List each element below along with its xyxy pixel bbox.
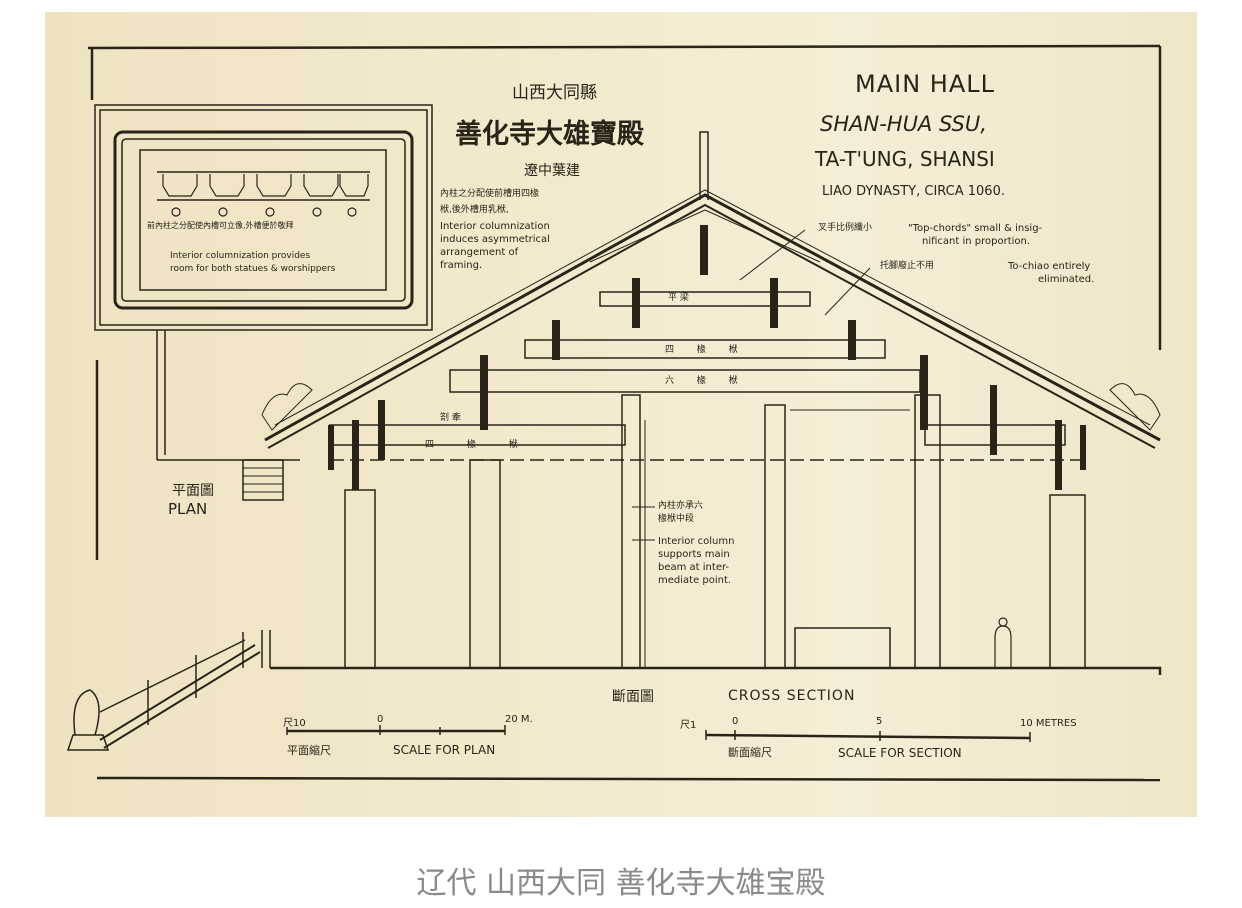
note-line: induces asymmetrical — [440, 234, 550, 245]
note-topchords-cn: 叉手比例纖小 — [818, 223, 873, 233]
note-line: nificant in proportion. — [922, 236, 1031, 247]
note-column-cn: 內柱亦承六 椽栿中段 — [658, 500, 703, 526]
note-line: supports main — [658, 549, 730, 560]
bracket-stacks — [328, 225, 1086, 490]
scale-plan-zero: 0 — [377, 714, 384, 725]
chinese-period: 遼中葉建 — [524, 163, 580, 179]
floor-plan — [94, 104, 433, 501]
note-line: Interior columnization — [440, 221, 550, 232]
note-left-cn-2: 栿,後外槽用乳栿, — [440, 205, 509, 215]
plan-label-cn: 平面圖 — [172, 483, 214, 499]
note-tochiao-cn: 托腳廢止不用 — [880, 261, 935, 271]
beam-label: 六 椽 栿 — [665, 376, 738, 386]
date-label: LIAO DYNASTY, CIRCA 1060. — [822, 184, 1005, 199]
plan-note-en: Interior columnization provides room for… — [170, 250, 335, 276]
drawing-sheet — [45, 12, 1197, 817]
note-line: "Top-chords" small & insig- — [908, 223, 1043, 234]
scale-section-label-cn: 斷面縮尺 — [728, 746, 772, 759]
section-label-cn: 斷面圖 — [612, 689, 654, 705]
beam-label: 四 椽 栿 — [425, 440, 518, 450]
plan-note-cn: 前內柱之分配使內槽可立像,外槽便於敬拜 — [147, 221, 294, 230]
subtitle-2: TA-T'UNG, SHANSI — [815, 147, 995, 171]
note-line: 椽栿中段 — [658, 514, 695, 524]
note-left-en: Interior columnization induces asymmetri… — [440, 220, 550, 272]
section-label-en: CROSS SECTION — [728, 688, 856, 704]
scale-plan-label-cn: 平面縮尺 — [287, 744, 331, 757]
note-line: 內柱亦承六 — [658, 501, 704, 511]
scale-plan-right: 20 M. — [505, 714, 533, 725]
plan-label-en: PLAN — [168, 500, 208, 518]
subtitle-1: SHAN-HUA SSU, — [820, 112, 987, 136]
note-line: arrangement of — [440, 247, 519, 258]
main-title: MAIN HALL — [855, 70, 995, 98]
note-line: mediate point. — [658, 575, 732, 586]
leader-lines — [632, 229, 871, 541]
note-line: Interior column — [658, 536, 735, 547]
note-line: beam at inter- — [658, 562, 730, 573]
note-line: Interior columnization provides — [170, 251, 311, 261]
note-line: eliminated. — [1038, 274, 1095, 285]
chinese-title: 善化寺大雄寶殿 — [455, 119, 644, 150]
note-line: To-chiao entirely — [1008, 261, 1091, 272]
scale-plan-label-en: SCALE FOR PLAN — [393, 743, 496, 757]
ground-and-stairs — [66, 630, 1162, 751]
beam-label: 四 椽 栿 — [665, 345, 738, 355]
scale-bar-plan — [286, 725, 506, 735]
image-caption: 辽代 山西大同 善化寺大雄宝殿 — [416, 866, 826, 901]
scale-section-mid: 5 — [876, 716, 883, 727]
chinese-location: 山西大同縣 — [512, 83, 597, 103]
note-line: room for both statues & worshippers — [170, 264, 336, 274]
beam-label: 平 梁 — [668, 293, 689, 303]
scale-section-zero: 0 — [732, 716, 739, 727]
note-topchords-en: "Top-chords" small & insig- nificant in … — [908, 222, 1042, 248]
columns — [344, 394, 1086, 669]
scale-bar-section — [705, 730, 1031, 742]
scale-section-left: 尺1 — [680, 720, 697, 731]
sheet-border — [87, 44, 1162, 782]
scale-section-label-en: SCALE FOR SECTION — [838, 746, 962, 760]
note-tochiao-en: To-chiao entirely eliminated. — [1008, 260, 1094, 286]
note-column-en: Interior column supports main beam at in… — [658, 535, 734, 587]
scale-plan-left: 尺10 — [283, 718, 306, 729]
note-left-cn-1: 內柱之分配使前槽用四椽 — [440, 189, 540, 199]
roof — [261, 131, 1161, 449]
beam-label: 劄 牽 — [440, 413, 461, 423]
scale-section-right: 10 METRES — [1020, 718, 1077, 729]
note-line: framing. — [440, 260, 483, 271]
